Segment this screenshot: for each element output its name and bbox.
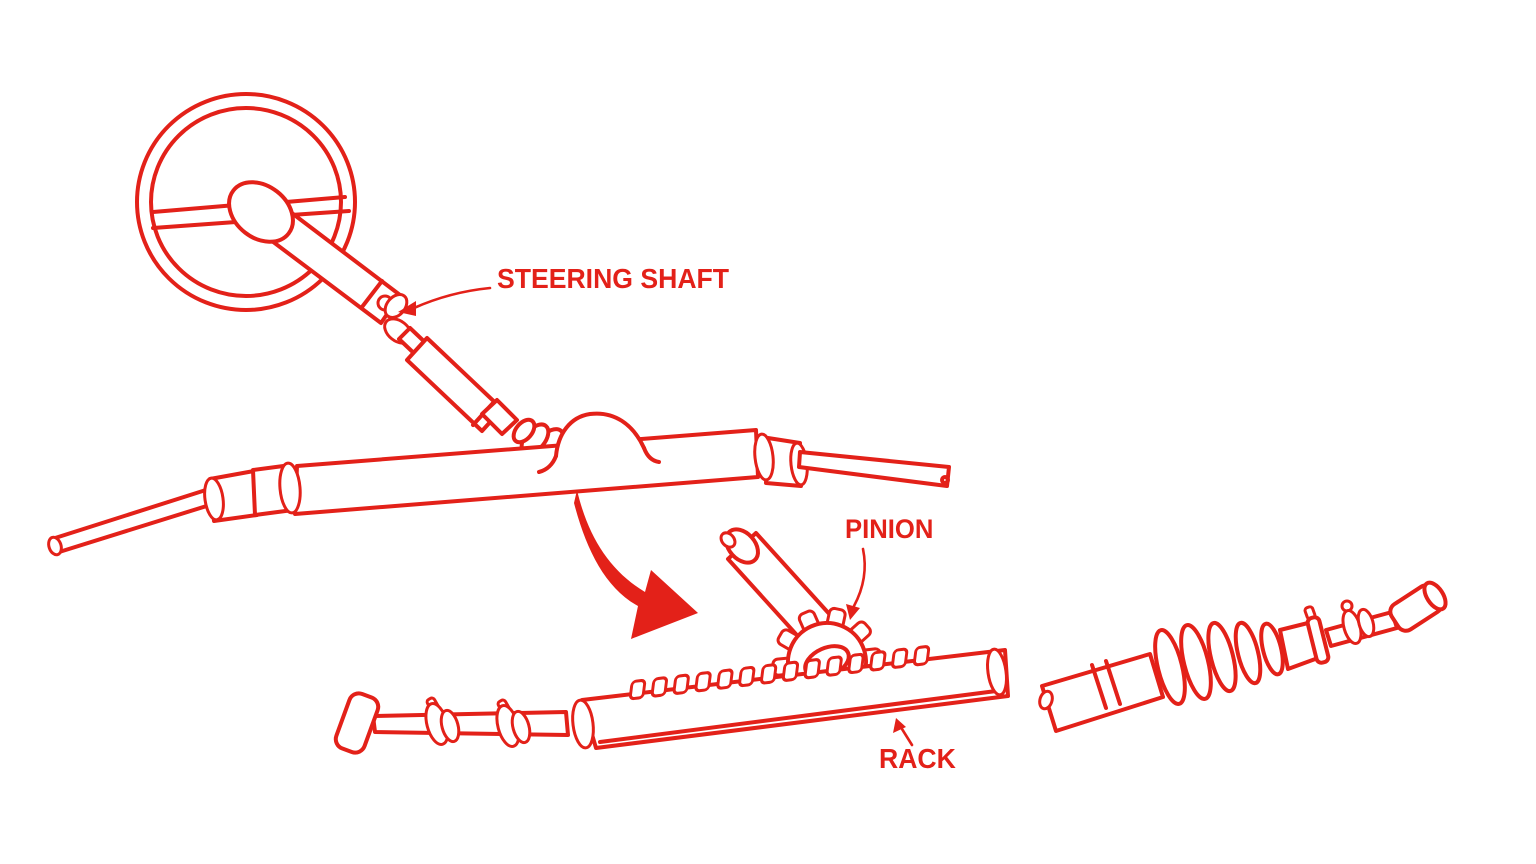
right-rack-section bbox=[1038, 580, 1448, 733]
tie-rod-left bbox=[47, 487, 215, 557]
steering-shaft-leader bbox=[398, 286, 492, 316]
right-tube bbox=[1038, 652, 1165, 733]
bellows-boot bbox=[1153, 620, 1320, 706]
steering-column bbox=[227, 180, 402, 325]
intermediate-shaft bbox=[397, 326, 519, 436]
tie-rod-right bbox=[797, 450, 951, 488]
rack-leader bbox=[893, 718, 914, 747]
pinion-label: PINION bbox=[845, 514, 934, 544]
pinion-housing-dome bbox=[537, 411, 661, 474]
tube-end-ring bbox=[278, 461, 302, 515]
pinion-leader bbox=[846, 547, 866, 620]
right-collar bbox=[753, 432, 809, 488]
steering-rack-assembly bbox=[47, 411, 951, 557]
tie-rod-end bbox=[1303, 580, 1448, 665]
rack-label: RACK bbox=[879, 743, 956, 774]
steering-wheel-icon bbox=[135, 92, 357, 312]
flow-arrow bbox=[574, 490, 698, 639]
detail-tie-rod-left bbox=[333, 691, 570, 755]
rack-bar bbox=[333, 644, 1010, 755]
steering-shaft-label: STEERING SHAFT bbox=[497, 263, 730, 294]
